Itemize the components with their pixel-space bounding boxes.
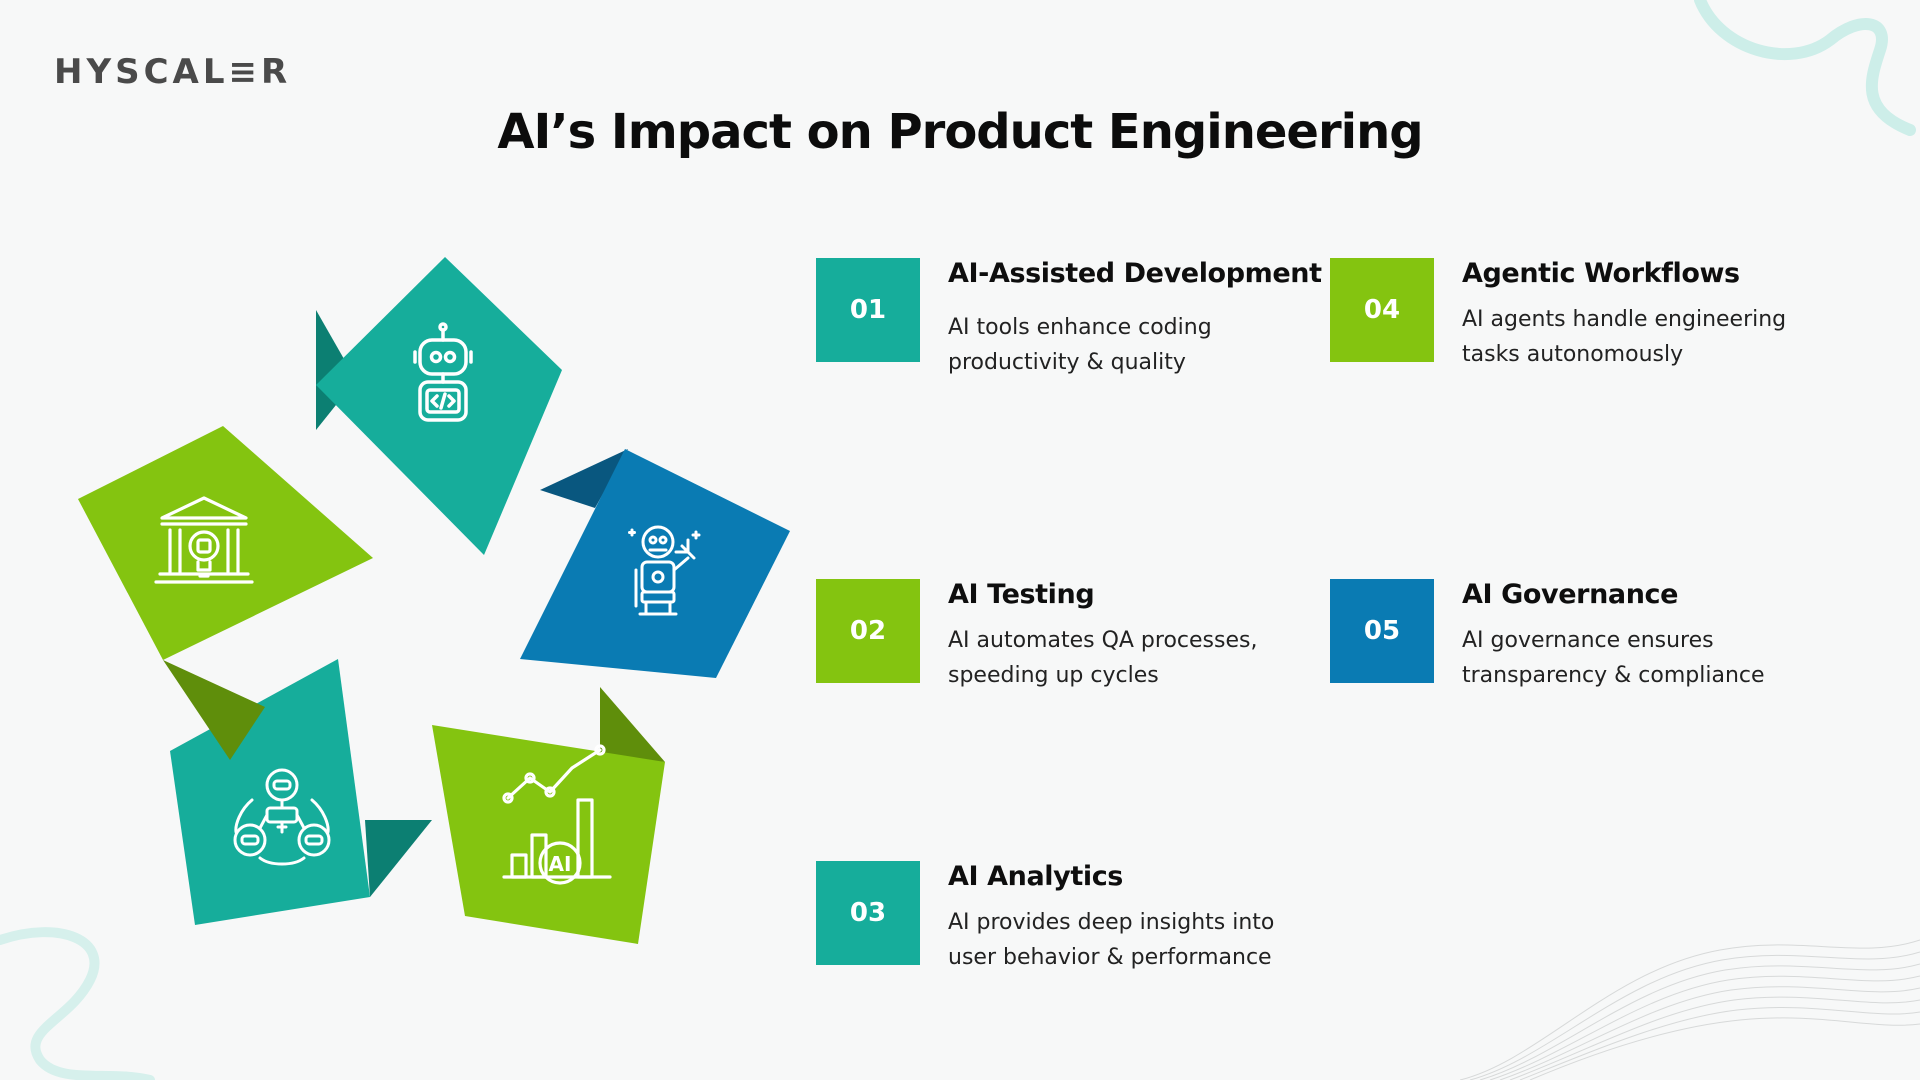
cycle-piece-development [316,257,562,555]
item-card-01: 01 AI-Assisted Development AI tools enha… [816,258,1336,408]
cycle-diagram: AI [78,257,790,944]
governance-building-icon [154,496,254,584]
item-number-badge: 01 [816,258,920,362]
item-card-02: 02 AI Testing AI automates QA processes,… [816,579,1336,729]
item-number-badge: 05 [1330,579,1434,683]
item-title: AI Governance [1462,579,1679,610]
bottom-right-wave-decoration [1460,939,1920,1080]
svg-text:AI: AI [549,852,572,876]
item-title: Agentic Workflows [1462,258,1740,289]
hyscaler-logo: HYSCAL≡R [54,52,292,92]
page-title: AI’s Impact on Product Engineering [497,104,1423,160]
item-title: AI Analytics [948,861,1123,892]
item-card-04: 04 Agentic Workflows AI agents handle en… [1330,258,1850,408]
item-description: AI tools enhance coding productivity & q… [948,315,1212,375]
cycle-piece-governance [78,426,373,760]
cycle-piece-analytics: AI [432,687,665,944]
item-card-03: 03 AI Analytics AI provides deep insight… [816,861,1336,1011]
item-number-badge: 04 [1330,258,1434,362]
item-description: AI governance ensures transparency & com… [1462,628,1765,688]
ai-network-icon [233,768,331,866]
item-number-badge: 03 [816,861,920,965]
item-description: AI automates QA processes, speeding up c… [948,628,1258,688]
ai-analytics-chart-icon: AI [502,744,612,885]
item-title: AI-Assisted Development [948,258,1322,289]
robot-code-icon [413,322,473,422]
robot-repair-icon [628,525,701,616]
item-card-05: 05 AI Governance AI governance ensures t… [1330,579,1850,729]
cycle-piece-testing [520,449,790,678]
item-title: AI Testing [948,579,1095,610]
item-description: AI provides deep insights into user beha… [948,910,1275,970]
item-description: AI agents handle engineering tasks auton… [1462,307,1787,367]
item-number-badge: 02 [816,579,920,683]
